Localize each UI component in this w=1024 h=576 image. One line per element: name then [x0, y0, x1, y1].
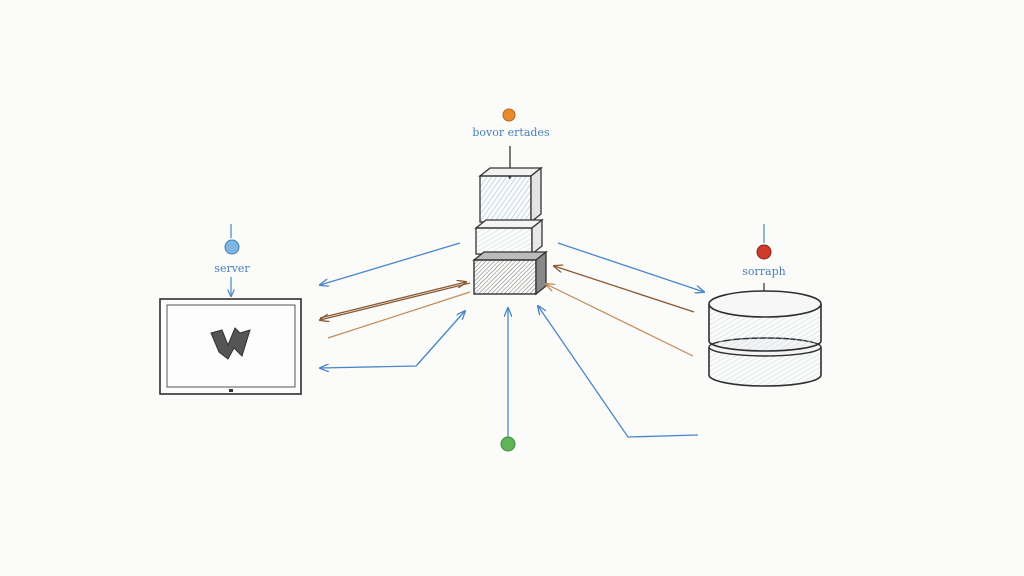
- connection-arrows: [319, 242, 704, 438]
- logo-mark: [210, 327, 251, 360]
- red-dot-icon: [756, 244, 772, 260]
- arrow-lower-right-to-center: [538, 306, 699, 438]
- server-stack-icon: [472, 166, 548, 296]
- left-label: server: [214, 262, 250, 275]
- monitor-icon: [159, 298, 302, 395]
- left-node-marker: server: [214, 224, 250, 296]
- blue-dot-icon: [224, 239, 240, 255]
- arrow-center-to-database-blue: [557, 242, 704, 292]
- arrow-center-to-monitor-brown: [320, 282, 471, 320]
- orange-dot-icon: [502, 108, 516, 122]
- right-node-marker: sorraph: [742, 224, 786, 302]
- database-icon: [708, 290, 822, 387]
- arrow-center-to-monitor-blue: [320, 242, 461, 285]
- arrow-monitor-to-center-brown: [319, 282, 466, 319]
- arrow-center-to-monitor-elbow: [320, 311, 465, 368]
- arrow-elbow-up-head: [417, 311, 465, 365]
- arrow-monitor-to-center-tan: [327, 291, 471, 339]
- right-label: sorraph: [742, 265, 785, 278]
- arrow-database-to-center-brown: [554, 266, 695, 313]
- top-label: bovor ertades: [472, 126, 550, 139]
- bottom-node-marker: [500, 436, 516, 452]
- green-dot-icon: [500, 436, 516, 452]
- arrow-database-to-center-tan: [546, 284, 694, 357]
